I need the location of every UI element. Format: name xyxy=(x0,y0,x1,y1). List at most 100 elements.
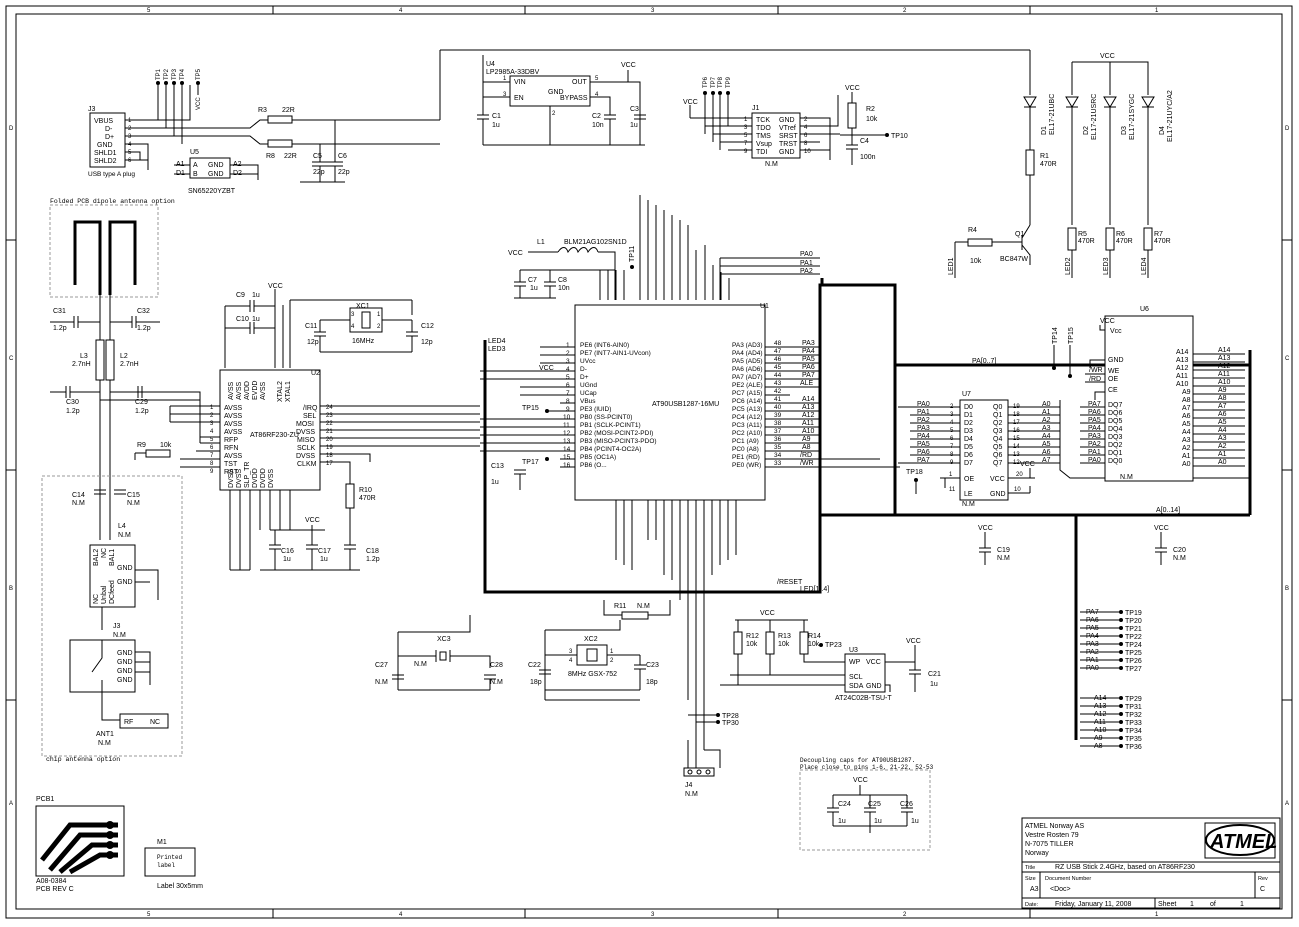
col-marker: 2 xyxy=(903,912,907,918)
schematic-label: 40 xyxy=(774,404,782,411)
schematic-label: Printed xyxy=(157,854,183,861)
schematic-label: XC1 xyxy=(356,303,370,310)
schematic-label: PB6 (O... xyxy=(580,462,607,469)
schematic-label: R4 xyxy=(968,227,977,234)
schematic-label: 1.2p xyxy=(366,556,380,563)
schematic-label: PA7 xyxy=(917,457,930,464)
schematic-label: PA2 xyxy=(800,268,813,275)
schematic-label: C22 xyxy=(528,662,541,669)
schematic-label: A5 xyxy=(1182,421,1191,428)
schematic-label: 10k xyxy=(866,116,878,123)
schematic-label: PA5 xyxy=(1088,417,1101,424)
schematic-label: SHLD1 xyxy=(94,150,117,157)
schematic-label: Sheet xyxy=(1158,901,1176,908)
schematic-label: C8 xyxy=(558,277,567,284)
led-d1-icon xyxy=(1023,96,1037,108)
schematic-label: 7 xyxy=(210,453,214,459)
schematic-label: A1 xyxy=(1182,453,1191,460)
schematic-label: A2 xyxy=(1042,417,1051,424)
schematic-label: 1 xyxy=(377,312,381,318)
schematic-label: C32 xyxy=(137,308,150,315)
schematic-label: DCfeed xyxy=(109,580,116,604)
schematic-label: Document Number xyxy=(1045,876,1091,882)
schematic-label: PA1 xyxy=(917,409,930,416)
schematic-label: C xyxy=(1260,886,1265,893)
schematic-label: UGnd xyxy=(580,382,597,389)
schematic-label: PA0 xyxy=(1088,457,1101,464)
schematic-label: D7 xyxy=(964,460,973,467)
schematic-label: DQ6 xyxy=(1108,410,1123,417)
schematic-label: 10n xyxy=(558,285,570,292)
schematic-label: TP34 xyxy=(1125,728,1142,735)
schematic-label: N.M xyxy=(997,555,1010,562)
schematic-label: N.M xyxy=(127,500,140,507)
schematic-label: /WR xyxy=(800,460,814,467)
schematic-label: UCap xyxy=(580,390,597,397)
schematic-label: 41 xyxy=(774,396,782,403)
schematic-label: R5 xyxy=(1078,231,1087,238)
schematic-label: 1 xyxy=(1190,901,1194,908)
schematic-label: 2.7nH xyxy=(120,361,139,368)
schematic-label: C12 xyxy=(421,323,434,330)
schematic-label: D1 xyxy=(1041,126,1048,135)
schematic-label: VCC xyxy=(683,99,698,106)
schematic-label: BLM21AG102SN1D xyxy=(564,239,627,246)
schematic-label: Friday, January 11, 2008 xyxy=(1055,901,1132,908)
schematic-label: PC1 (A9) xyxy=(732,438,759,445)
schematic-label: VCC xyxy=(1154,525,1169,532)
schematic-label: RF xyxy=(124,719,133,726)
schematic-label: TP25 xyxy=(1125,650,1142,657)
schematic-label: TP1 xyxy=(156,68,162,80)
schematic-label: BAL1 xyxy=(109,549,116,566)
schematic-label: WP xyxy=(849,659,861,666)
schematic-label: C11 xyxy=(305,323,317,330)
schematic-label: 7 xyxy=(566,390,570,397)
schematic-label: 10 xyxy=(804,149,811,155)
row-marker: C xyxy=(1285,356,1290,362)
schematic-label: Q0 xyxy=(993,404,1002,411)
mcu-decoupling: Decoupling caps for AT90USB1287. Place c… xyxy=(799,757,934,851)
schematic-label: 34 xyxy=(774,452,782,459)
schematic-label: A10 xyxy=(1176,381,1189,388)
schematic-label: TP22 xyxy=(1125,634,1142,641)
schematic-label: D- xyxy=(580,366,587,373)
schematic-label: A5 xyxy=(1218,419,1227,426)
schematic-label: GND xyxy=(117,659,133,666)
schematic-label: TP15 xyxy=(1068,327,1075,344)
schematic-label: GND xyxy=(117,579,133,586)
led-d3-icon xyxy=(1103,96,1117,108)
schematic-label: SCLK xyxy=(297,445,316,452)
schematic-label: 1u xyxy=(874,818,882,825)
schematic-label: PA2 xyxy=(1088,441,1101,448)
schematic-label: VCC xyxy=(1100,53,1115,60)
schematic-label: C18 xyxy=(366,548,379,555)
schematic-label: A6 xyxy=(1042,449,1051,456)
schematic-label: R2 xyxy=(866,106,875,113)
esd-protection-u5: U5 A1 D1 A B GND GND A2 D2 SN65220YZBT xyxy=(174,149,259,195)
schematic-label: 4 xyxy=(351,324,355,330)
schematic-label: M1 xyxy=(157,839,167,846)
schematic-label: 4 xyxy=(595,92,599,98)
schematic-label: PB5 (OC1A) xyxy=(580,454,616,461)
schematic-label: PA4 xyxy=(1086,633,1099,640)
u2-bottom-pins: DVSS DVSS SLP_TR DVDD DVDD DVSS xyxy=(228,462,275,488)
schematic-label: C26 xyxy=(900,801,913,808)
schematic-label: D+ xyxy=(105,134,114,141)
schematic-label: 22R xyxy=(284,153,297,160)
schematic-label: 10 xyxy=(563,414,571,421)
schematic-label: PA6 xyxy=(1088,409,1101,416)
schematic-label: 7 xyxy=(744,141,748,147)
atmel-logo-icon: ATMEL xyxy=(1204,822,1277,859)
schematic-label: SCL xyxy=(849,674,863,681)
schematic-label: PA3 xyxy=(1088,433,1101,440)
schematic-label: DVSS xyxy=(296,429,315,436)
schematic-label: 10 xyxy=(1014,487,1021,493)
buses xyxy=(483,278,1252,740)
